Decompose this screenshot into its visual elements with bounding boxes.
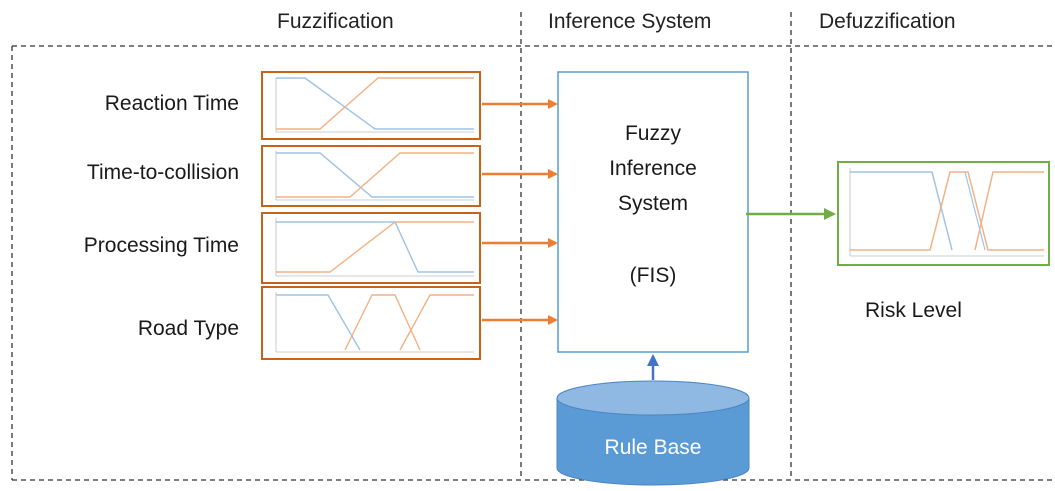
- input-plot-road-type: [261, 286, 481, 360]
- section-title-fuzzification: Fuzzification: [277, 10, 394, 33]
- input-plot-processing-time: [261, 212, 481, 284]
- input-label-road-type: Road Type: [137, 317, 239, 340]
- input-plot-time-to-collision: [261, 145, 481, 207]
- section-dividers: [11, 12, 1055, 481]
- section-title-inference: Inference System: [548, 10, 712, 33]
- rule-base-database: [556, 380, 750, 486]
- fis-text-line3: System: [617, 192, 688, 215]
- rule-base-label: Rule Base: [604, 436, 702, 459]
- input-label-reaction-time: Reaction Time: [104, 92, 239, 115]
- fis-text-line4: (FIS): [629, 264, 677, 287]
- input-label-processing-time: Processing Time: [83, 234, 239, 257]
- fis-box: [557, 71, 749, 353]
- fis-text-line2: Inference: [609, 157, 697, 180]
- section-title-defuzzification: Defuzzification: [819, 10, 956, 33]
- output-plot-risk-level: [837, 161, 1050, 266]
- fis-text-line1: Fuzzy: [624, 122, 681, 145]
- input-arrows: [482, 99, 558, 325]
- output-label-risk-level: Risk Level: [865, 299, 962, 322]
- input-plot-reaction-time: [261, 71, 481, 140]
- input-label-time-to-collision: Time-to-collision: [86, 161, 239, 184]
